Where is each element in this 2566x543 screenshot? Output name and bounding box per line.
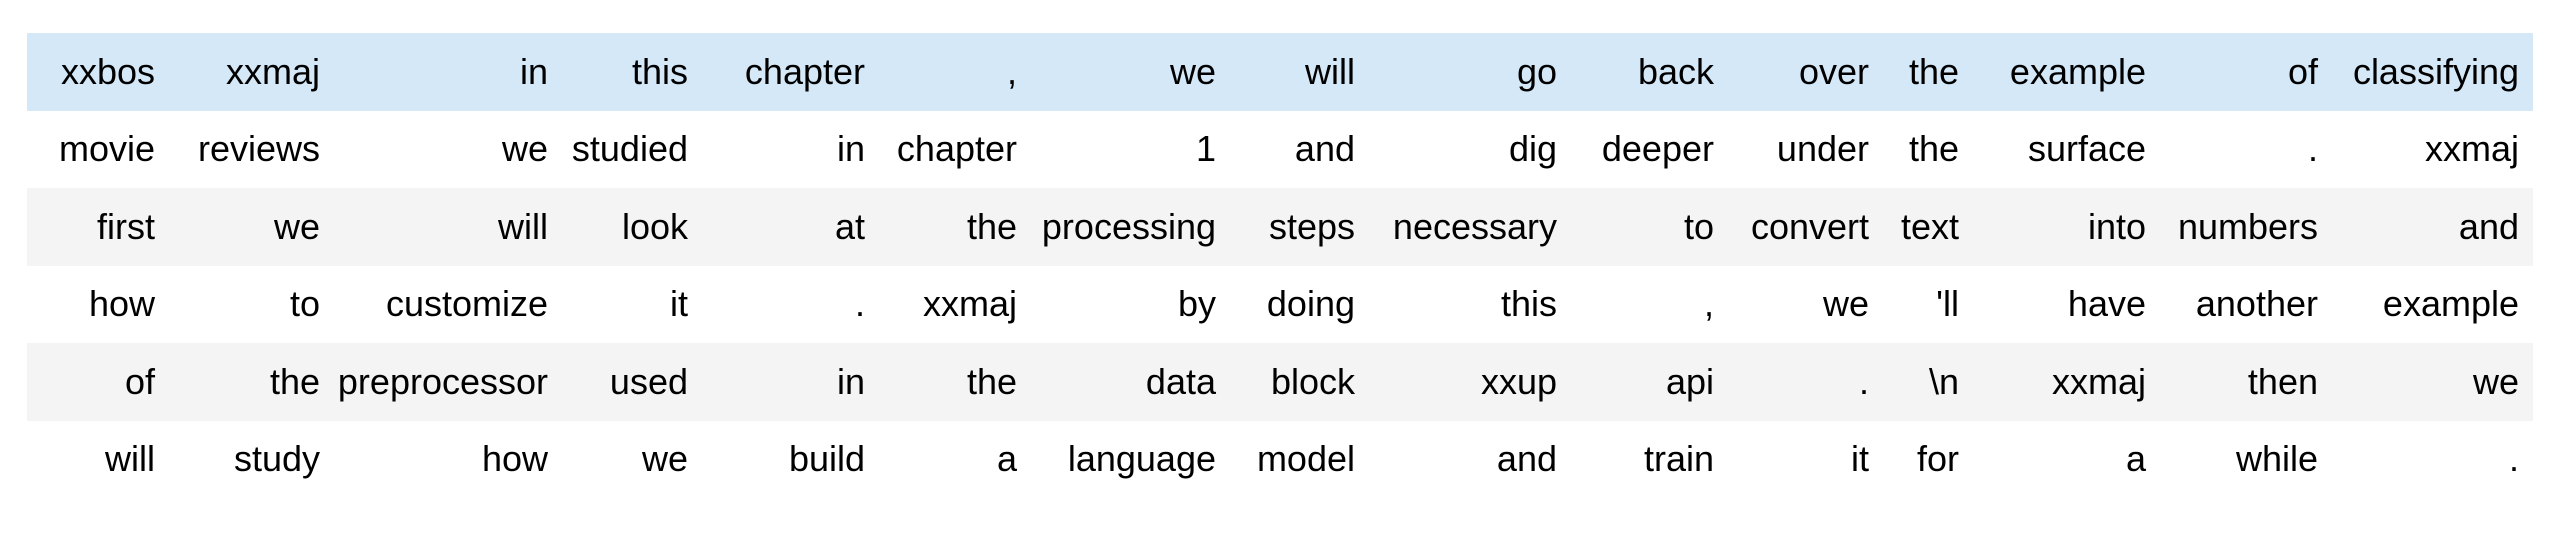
token-cell: block [1230,343,1369,421]
token-cell: api [1571,343,1728,421]
token-cell: xxmaj [879,265,1031,343]
token-cell: and [1230,110,1369,188]
token-cell: reviews [169,110,334,188]
token-cell: in [702,343,879,421]
token-cell: convert [1728,188,1883,266]
token-cell: we [562,420,702,498]
token-cell: language [1031,420,1230,498]
token-cell: at [702,188,879,266]
token-cell: while [2160,420,2332,498]
token-cell: preprocessor [334,343,562,421]
token-cell: to [1571,188,1728,266]
token-cell: necessary [1369,188,1571,266]
token-cell: the [1883,110,1973,188]
token-cell: customize [334,265,562,343]
token-cell: xxup [1369,343,1571,421]
token-cell: this [1369,265,1571,343]
token-cell: movie [27,110,169,188]
token-cell: we [1728,265,1883,343]
token-cell: then [2160,343,2332,421]
token-cell: . [2332,420,2533,498]
token-cell: it [1728,420,1883,498]
token-cell: used [562,343,702,421]
token-cell: xxmaj [1973,343,2160,421]
token-cell: the [879,343,1031,421]
token-cell: look [562,188,702,266]
token-cell: 'll [1883,265,1973,343]
token-cell: chapter [879,110,1031,188]
token-cell: have [1973,265,2160,343]
token-cell: for [1883,420,1973,498]
token-cell: in [334,33,562,111]
token-cell: and [1369,420,1571,498]
token-cell: back [1571,33,1728,111]
token-cell: xxmaj [2332,110,2533,188]
token-cell: by [1031,265,1230,343]
token-cell: study [169,420,334,498]
token-cell: of [2160,33,2332,111]
token-cell: doing [1230,265,1369,343]
token-cell: under [1728,110,1883,188]
token-cell: and [2332,188,2533,266]
token-cell: over [1728,33,1883,111]
token-cell: surface [1973,110,2160,188]
token-cell: into [1973,188,2160,266]
token-cell: studied [562,110,702,188]
token-cell: to [169,265,334,343]
token-cell: we [2332,343,2533,421]
token-cell: the [169,343,334,421]
token-cell: 1 [1031,110,1230,188]
token-cell: deeper [1571,110,1728,188]
token-cell: model [1230,420,1369,498]
token-cell: \n [1883,343,1973,421]
token-cell: how [334,420,562,498]
token-cell: text [1883,188,1973,266]
token-cell: build [702,420,879,498]
token-cell: the [1883,33,1973,111]
token-cell: , [1571,265,1728,343]
token-cell: steps [1230,188,1369,266]
token-cell: a [879,420,1031,498]
token-cell: how [27,265,169,343]
token-cell: . [702,265,879,343]
token-cell: xxmaj [169,33,334,111]
token-cell: . [2160,110,2332,188]
token-cell: will [334,188,562,266]
token-cell: will [1230,33,1369,111]
token-cell: example [2332,265,2533,343]
token-cell: we [1031,33,1230,111]
token-cell: train [1571,420,1728,498]
token-cell: another [2160,265,2332,343]
token-cell: classifying [2332,33,2533,111]
token-cell: xxbos [27,33,169,111]
token-cell: processing [1031,188,1230,266]
token-cell: we [334,110,562,188]
token-cell: example [1973,33,2160,111]
token-cell: this [562,33,702,111]
token-cell: it [562,265,702,343]
token-cell: a [1973,420,2160,498]
token-cell: data [1031,343,1230,421]
token-cell: numbers [2160,188,2332,266]
token-cell: first [27,188,169,266]
token-cell: , [879,33,1031,111]
token-cell: dig [1369,110,1571,188]
token-cell: will [27,420,169,498]
token-cell: chapter [702,33,879,111]
token-cell: go [1369,33,1571,111]
token-cell: we [169,188,334,266]
token-cell: in [702,110,879,188]
token-cell: . [1728,343,1883,421]
token-cell: of [27,343,169,421]
token-cell: the [879,188,1031,266]
